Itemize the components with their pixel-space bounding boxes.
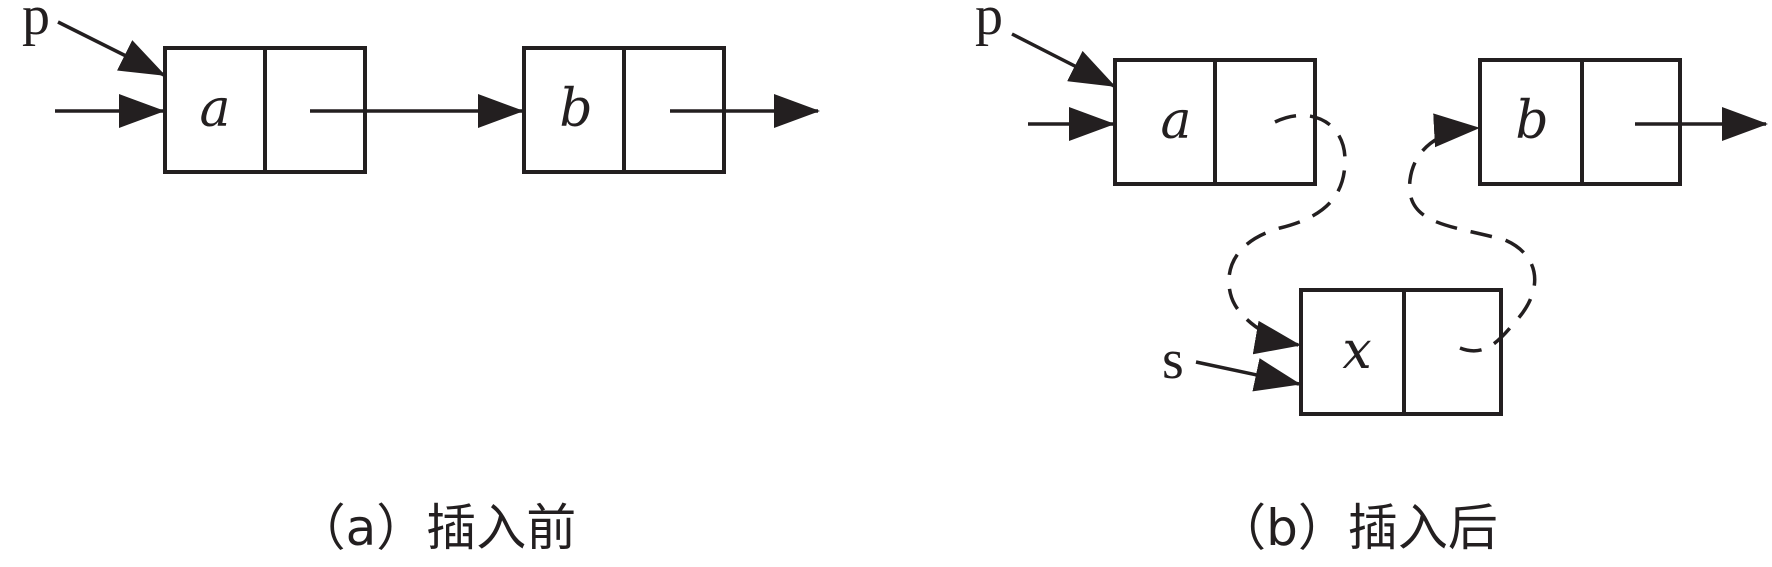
dashed-link-a-to-x [1227,113,1347,355]
panel-a-caption: （a）插入前 [296,499,577,557]
panel-b: a b x p s （b）插入后 [975,0,1768,557]
node-b-value: b [1515,91,1548,151]
pointer-s-label: s [1162,329,1184,391]
node-b-value: b [559,79,592,139]
pointer-p-arrow [57,20,166,77]
panel-a: a b p （a）插入前 [22,0,820,557]
pointer-p-arrow [1011,32,1116,88]
pointer-p-label: p [22,0,50,47]
panel-a-node-b: b [522,46,726,174]
panel-b-caption: （b）插入后 [1216,499,1498,557]
pointer-p-label: p [975,0,1003,47]
dashed-link-x-to-b [1407,113,1537,353]
panel-b-node-b: b [1478,58,1682,186]
node-a-value: a [1160,91,1191,151]
pointer-s-arrow [1195,358,1301,392]
panel-b-node-a: a [1113,58,1317,186]
node-a-value: a [199,79,230,139]
node-x-value: x [1342,321,1371,381]
